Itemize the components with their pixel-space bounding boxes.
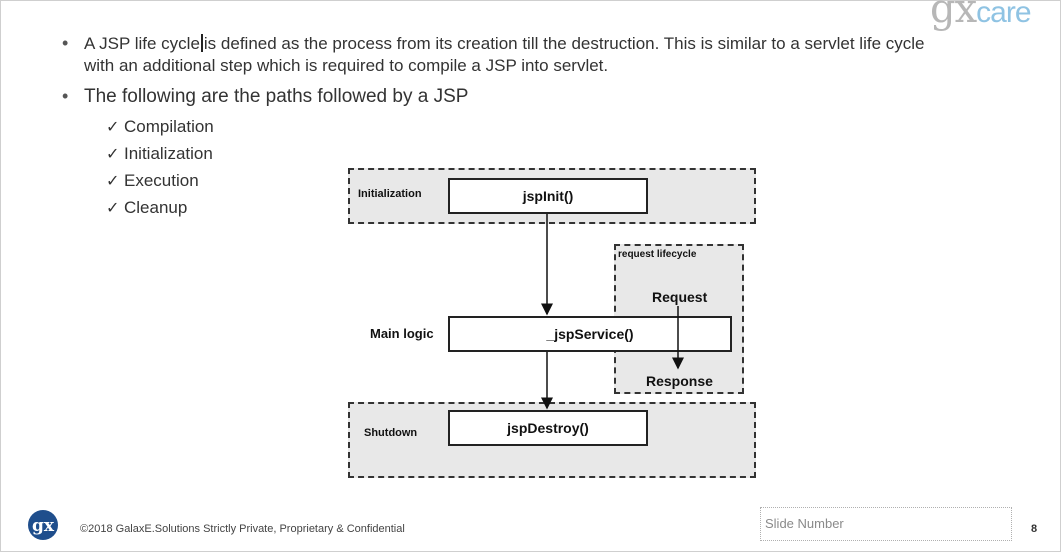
jsp-lifecycle-diagram[interactable]: Initialization request lifecycle Request… [346,164,758,480]
gxcare-logo: gxcare [930,0,1032,32]
text-cursor-icon [200,34,203,52]
jspdestroy-box: jspDestroy() [448,410,648,446]
list-item-label: Execution [124,170,199,190]
request-label: Request [652,289,708,305]
bullet-text-line2: with an additional step which is require… [84,56,609,75]
jspservice-box: _jspService() [448,316,732,352]
bullet-icon: • [62,86,69,106]
check-icon: ✓ [106,172,120,190]
list-item-label: Initialization [124,143,213,163]
initialization-label: Initialization [358,188,422,200]
logo-suffix: care [976,0,1031,29]
list-item[interactable]: ✓Compilation [106,113,214,140]
svg-text:gx: gx [32,516,55,536]
response-label: Response [646,373,713,389]
bullet-text-part2: is defined as the process from its creat… [203,34,925,53]
jspinit-box: jspInit() [448,178,648,214]
check-icon: ✓ [106,145,120,163]
list-item-label: Compilation [124,116,214,136]
diagram-arrows [541,214,684,410]
shutdown-label: Shutdown [364,427,418,439]
galaxe-footer-logo-icon: gx [28,510,58,540]
bullet-icon: • [62,33,69,53]
slide-number-label: Slide Number [765,516,844,531]
check-icon: ✓ [106,118,120,136]
main-logic-label: Main logic [370,326,434,341]
slide-number-placeholder[interactable]: Slide Number [760,507,1012,541]
bullet-text[interactable]: The following are the paths followed by … [84,86,469,107]
list-item[interactable]: ✓Initialization [106,140,214,167]
bullet-text-part1: A JSP life cycle [84,34,200,53]
initialization-region [348,168,756,224]
list-item[interactable]: ✓Execution [106,167,214,194]
request-lifecycle-label: request lifecycle [618,249,697,260]
logo-prefix: gx [930,0,977,32]
check-icon: ✓ [106,199,120,217]
list-item-label: Cleanup [124,197,188,217]
page-number: 8 [1031,523,1038,535]
copyright-text: ©2018 GalaxE.Solutions Strictly Private,… [80,523,405,535]
paths-list: ✓Compilation ✓Initialization ✓Execution … [106,113,214,221]
list-item[interactable]: ✓Cleanup [106,194,214,221]
bullet-paths: • The following are the paths followed b… [62,86,468,108]
